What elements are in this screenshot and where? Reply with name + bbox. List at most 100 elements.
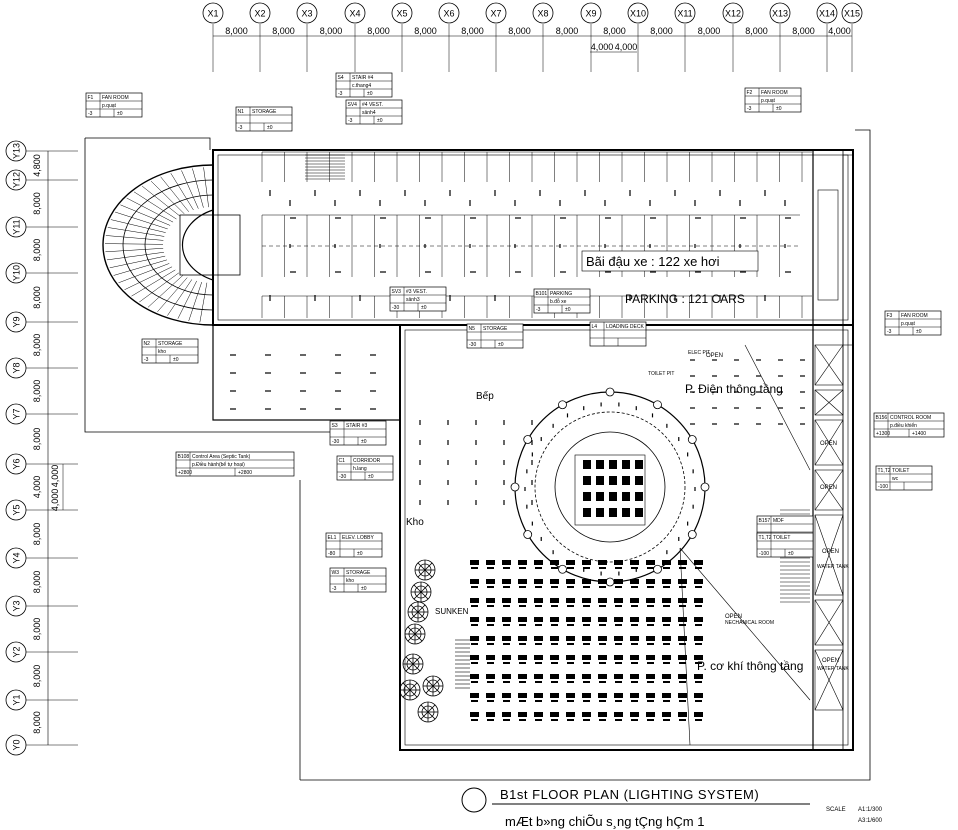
row-grid-bubble (5, 357, 27, 379)
room-tag-id: B156 (876, 415, 888, 421)
room-tag-name: FAN ROOM (901, 313, 928, 319)
column-dimension: 8,000 (320, 26, 343, 36)
row-grid-label: Y8 (12, 362, 22, 373)
room-tag-sub: c.thang4 (352, 83, 371, 89)
room-tag-level: -30 (392, 305, 399, 311)
room-tag-id: N1 (238, 109, 245, 115)
plan-title: B1st FLOOR PLAN (LIGHTING SYSTEM) (500, 787, 759, 802)
room-tag-name: STAIR #3 (346, 423, 368, 429)
open-label-top: OPEN (706, 353, 723, 359)
row-dimension: 8,000 (32, 523, 42, 546)
column-dimension: 8,000 (698, 26, 721, 36)
column-dimension: 8,000 (367, 26, 390, 36)
room-tag-name: STORAGE (483, 326, 508, 332)
open-label-mech: OPEN (725, 614, 742, 620)
kitchen-label: Bếp (476, 390, 494, 402)
column-grid-bubble (532, 2, 554, 24)
column-dimension: 8,000 (556, 26, 579, 36)
column-grid-label: X6 (443, 9, 454, 19)
room-tag-value: ±0 (117, 111, 123, 117)
column-grid-bubble (296, 2, 318, 24)
row-grid-label: Y5 (12, 504, 22, 515)
room-tag-id: F3 (887, 313, 893, 319)
room-tag-value: ±0 (565, 307, 571, 313)
row-grid-bubble (5, 262, 27, 284)
row-dimension: 8,000 (32, 428, 42, 451)
room-tag-value: ±0 (916, 329, 922, 335)
leader-frame-top (85, 137, 211, 150)
room-tag-sub: kho (158, 349, 166, 355)
column-grid-bubble (580, 2, 602, 24)
column-dimension: 8,000 (225, 26, 248, 36)
column-grid-label: X15 (844, 9, 860, 19)
room-tag-value: ±0 (367, 91, 373, 97)
mechanical-diagonals (679, 344, 811, 746)
room-tag-sub: wc (892, 476, 899, 482)
row-grid-bubble (5, 311, 27, 333)
room-tag-id: T1,T2 (878, 468, 891, 474)
row-dimension: 8,000 (32, 571, 42, 594)
row-grid-bubble (5, 547, 27, 569)
row-grid-label: Y3 (12, 600, 22, 611)
column-subdimension: 4,000 (615, 42, 638, 52)
column-grid-bubble (769, 2, 791, 24)
column-dimension: 8,000 (508, 26, 531, 36)
room-tag-id: B101 (536, 291, 548, 297)
water-tank-label-2: WATER TANK (817, 666, 849, 672)
room-tag-id: N5 (469, 326, 476, 332)
scale-label: SCALE (826, 807, 846, 813)
court-columns (510, 387, 710, 587)
column-subdimension: 4,000 (591, 42, 614, 52)
room-tag-level: -3 (88, 111, 93, 117)
car-ramp (102, 164, 241, 326)
parking-en-label: PARKING : 121 CARS (625, 292, 745, 306)
row-grid-label: Y10 (12, 265, 22, 281)
row-grid-bubble (5, 734, 27, 756)
column-grid-bubble (627, 2, 649, 24)
room-tag-value: ±0 (361, 586, 367, 592)
room-tag-value: ±0 (788, 551, 794, 557)
plan-labels: Bãi đậu xe : 122 xe hơi PARKING : 121 CA… (406, 250, 849, 673)
row-grid-label: Y4 (12, 552, 22, 563)
column-dimension: 8,000 (745, 26, 768, 36)
room-tag-name: CONTROL ROOM (890, 415, 931, 421)
scale-a3: A3:1/600 (858, 818, 883, 824)
row-grid-label: Y0 (12, 739, 22, 750)
column-dimension: 8,000 (603, 26, 626, 36)
row-grid-bubble (5, 453, 27, 475)
room-tag-id: N2 (144, 341, 151, 347)
row-dimension: 8,000 (32, 711, 42, 734)
room-tag-level: +2800 (178, 470, 192, 476)
mechanical-floor-label: P. cơ khí thông tầng (697, 659, 803, 673)
sunken-garden-trees (399, 559, 444, 723)
room-tag-level: -100 (759, 551, 769, 557)
central-circular-court (514, 391, 706, 583)
row-dimension: 8,000 (32, 380, 42, 403)
row-grid-bubble (5, 499, 27, 521)
room-tag-name: TOILET (892, 468, 909, 474)
room-tag-name: Control Area (Septic Tank) (192, 454, 251, 460)
room-tag-level: +1300 (876, 431, 890, 437)
room-tag-value: ±0 (357, 551, 363, 557)
row-grid-bubble (5, 595, 27, 617)
column-grid-label: X3 (301, 9, 312, 19)
room-tag-id: C1 (339, 458, 346, 464)
room-tag-name: MDF (773, 518, 784, 524)
room-tag-value: ±0 (421, 305, 427, 311)
column-grid-bubble (816, 2, 838, 24)
row-subdimension: 4,000 (50, 465, 60, 488)
column-grid-bubble (485, 2, 507, 24)
column-grid-label: X4 (349, 9, 360, 19)
row-grid-label: Y7 (12, 408, 22, 419)
column-grid-bubble (391, 2, 413, 24)
room-tag-level: -3 (887, 329, 892, 335)
room-tag-value: ±0 (267, 125, 273, 131)
room-tag-sub: p.quạt (761, 98, 776, 104)
room-tag-level: -80 (328, 551, 335, 557)
room-tag-id: SV4 (348, 102, 358, 108)
